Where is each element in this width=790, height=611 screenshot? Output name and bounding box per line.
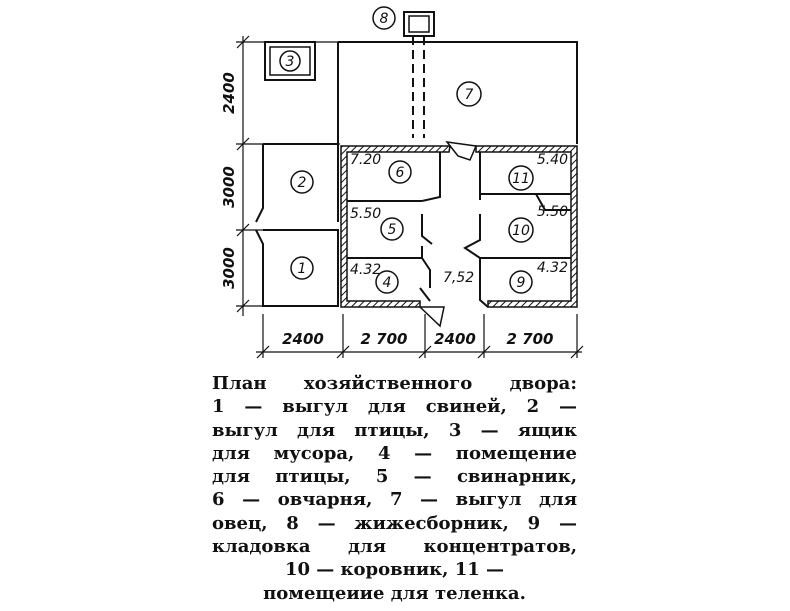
svg-text:6: 6 [396, 165, 405, 181]
caption-line-4: для мусора, 4 — помещение [212, 442, 577, 464]
caption-line-3: выгул для птицы, 3 — ящик [212, 419, 577, 441]
caption-line-9: 10 — коровник, 11 — [284, 559, 505, 581]
svg-text:7: 7 [465, 87, 474, 103]
dim-h-3: 2400 [434, 330, 476, 348]
dim-h-4: 2 700 [507, 330, 554, 348]
caption-line-6: 6 — овчарня, 7 — выгул для [212, 489, 577, 511]
caption-line-7: овец, 8 — жижесборник, 9 — [212, 512, 577, 534]
room-number-6: 6 [388, 160, 412, 184]
dim-v-mid: 3000 [220, 166, 238, 208]
svg-text:9: 9 [517, 275, 526, 291]
sheep-run-7 [337, 41, 578, 144]
svg-text:3: 3 [286, 54, 295, 70]
room-number-1: 1 [290, 256, 314, 280]
plan-caption: План хозяйственного двора: 1 — выгул для… [212, 372, 577, 605]
room-number-10: 10 [508, 217, 534, 243]
barn-walls [340, 141, 578, 328]
area-corridor: 7,52 [443, 270, 474, 286]
room-number-3: 3 [279, 50, 301, 72]
caption-line-5: для птицы, 5 — свинарник, [212, 466, 577, 488]
right-partitions [463, 152, 571, 308]
area-room-6: 7.20 [350, 152, 381, 168]
left-partitions [347, 152, 441, 302]
dimension-lines [236, 35, 584, 359]
room-number-8: 8 [372, 6, 396, 30]
svg-text:11: 11 [512, 171, 530, 187]
svg-text:8: 8 [380, 11, 389, 27]
room-number-7: 7 [456, 81, 482, 107]
area-room-11: 5.40 [537, 152, 568, 168]
svg-text:4: 4 [383, 275, 392, 291]
area-room-5: 5.50 [350, 206, 381, 222]
svg-text:2: 2 [298, 175, 307, 191]
room-number-2: 2 [290, 170, 314, 194]
svg-text:10: 10 [512, 223, 530, 239]
yard-plan-drawing: 2400 3000 3000 2400 2 700 2400 2 700 1 2… [220, 6, 584, 359]
slurry-collector-8 [403, 11, 435, 138]
dim-h-1: 2400 [282, 330, 324, 348]
dim-v-bot: 3000 [220, 247, 238, 289]
area-room-4: 4.32 [350, 262, 381, 278]
caption-line-1: План хозяйственного двора: [212, 373, 577, 394]
caption-line-2: 1 — выгул для свиней, 2 — [212, 396, 577, 418]
caption-line-8: кладовка для концентратов, [212, 536, 577, 558]
room-number-11: 11 [508, 165, 534, 191]
room-number-5: 5 [380, 217, 404, 241]
area-room-10: 5.50 [537, 204, 568, 220]
dim-h-2: 2 700 [361, 330, 408, 348]
room-number-9: 9 [509, 270, 533, 294]
dim-v-top: 2400 [220, 72, 238, 114]
svg-text:1: 1 [298, 261, 307, 277]
area-room-9: 4.32 [537, 260, 568, 276]
pig-run-1 [255, 229, 339, 307]
room-number-4: 4 [375, 270, 399, 294]
caption-line-10: помещеиие для теленка. [263, 582, 526, 604]
svg-text:5: 5 [388, 222, 397, 238]
